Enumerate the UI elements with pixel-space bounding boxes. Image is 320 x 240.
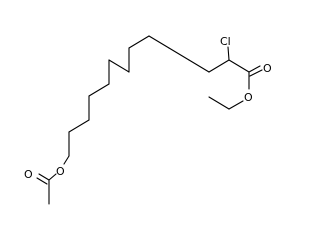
bond-o-acetyl-c bbox=[48, 173, 57, 181]
atom-label-cl: Cl bbox=[220, 35, 231, 48]
molecule-structure: Cl O O O O bbox=[24, 35, 272, 205]
bond-c2-c3 bbox=[208, 59, 230, 73]
bond-c3-c4 bbox=[188, 59, 210, 73]
bond-acetyl-c-o-double-a bbox=[38, 173, 50, 181]
bond-ethyl-ch2-ch3 bbox=[208, 96, 230, 110]
bond-c2-c1 bbox=[228, 59, 250, 73]
bond-c1-o-double-b bbox=[249, 69, 263, 77]
bond-o-ethyl-ch2 bbox=[228, 100, 244, 110]
bond-c12-c13 bbox=[68, 119, 90, 133]
bond-c4-c5 bbox=[168, 47, 190, 61]
bond-c1-o-double-a bbox=[248, 65, 261, 73]
bonds bbox=[36, 35, 263, 205]
bond-c8-c9 bbox=[108, 59, 130, 73]
bond-c5-c6 bbox=[148, 35, 170, 49]
bond-cl-c2 bbox=[227, 46, 230, 61]
bond-acetyl-c-o-double-b bbox=[36, 177, 48, 185]
bond-c6-c7 bbox=[128, 35, 150, 49]
atom-label-o-ester: O bbox=[244, 91, 253, 104]
atom-label-o-carbonyl: O bbox=[263, 62, 272, 75]
atom-label-o-acetyl-ester: O bbox=[56, 165, 65, 178]
atom-labels: Cl O O O O bbox=[24, 35, 272, 181]
bond-c10-c11 bbox=[88, 83, 110, 97]
atom-label-o-acetyl-carbonyl: O bbox=[24, 168, 33, 181]
bond-c14-o bbox=[63, 155, 70, 165]
